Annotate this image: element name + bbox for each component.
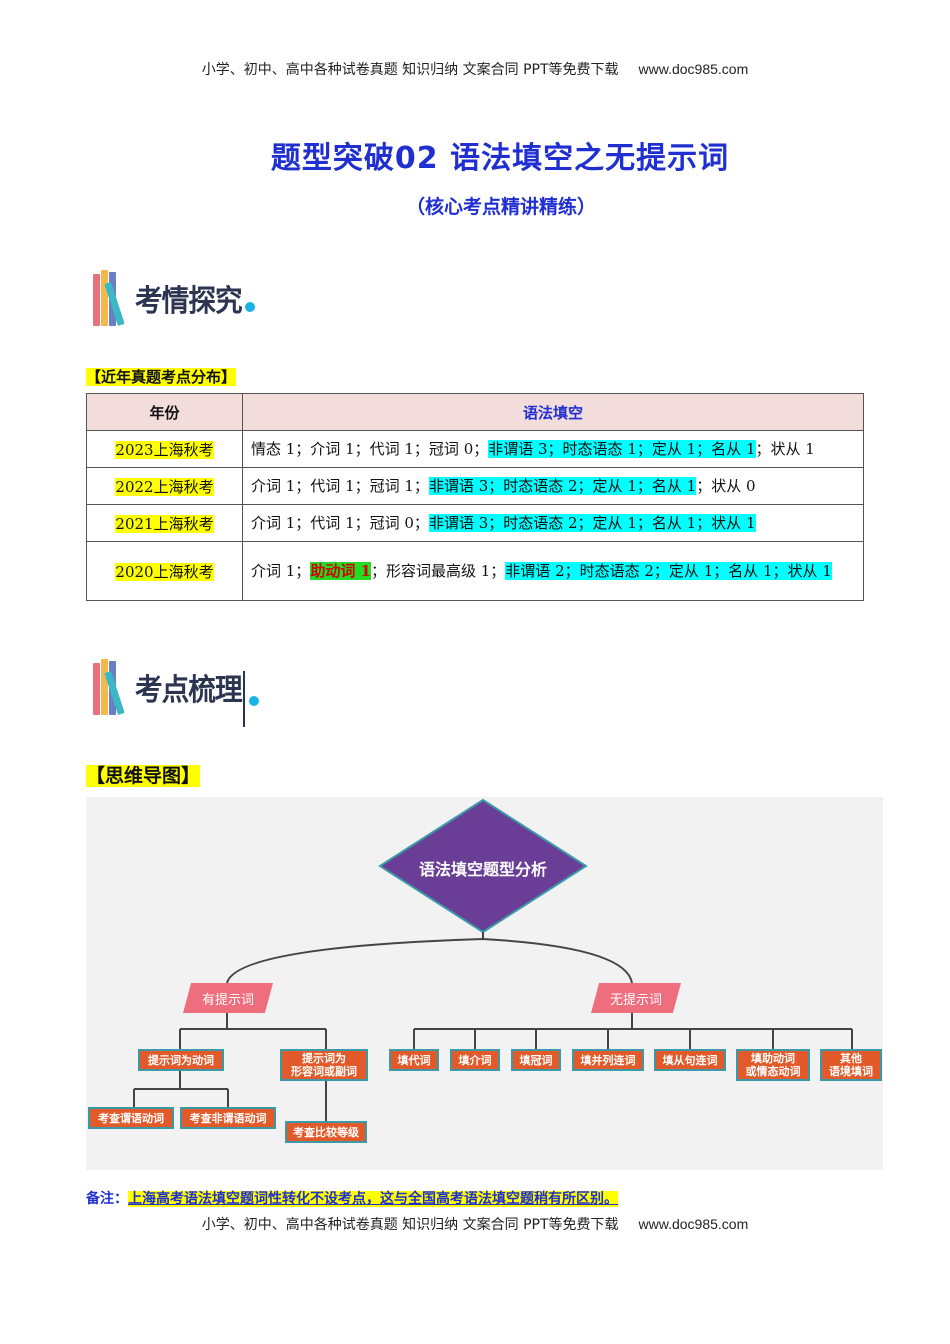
page-footer: 小学、初中、高中各种试卷真题 知识归纳 文案合同 PPT等免费下载 www.doc… bbox=[0, 1214, 950, 1234]
text-cursor bbox=[243, 671, 245, 727]
node-clause-conj: 填从句连词 bbox=[654, 1049, 726, 1071]
highlighted-topic: 非谓语 3；时态语态 1；定从 1；名从 1 bbox=[488, 440, 756, 458]
note: 备注：上海高考语法填空题词性转化不设考点，这与全国高考语法填空题稍有所区别。 bbox=[86, 1188, 618, 1208]
highlighted-topic: 非谓语 2；时态语态 2；定从 1；名从 1；状从 1 bbox=[505, 562, 832, 580]
section-logo-kaoqing: 考情探究 bbox=[93, 262, 268, 342]
note-prefix: 备注： bbox=[86, 1191, 128, 1207]
root-connector bbox=[226, 932, 633, 984]
table-row: 2021上海秋考 介词 1；代词 1；冠词 0；非谓语 3；时态语态 2；定从 1… bbox=[86, 504, 864, 542]
node-adj-adv-hint: 提示词为 形容词或副词 bbox=[280, 1049, 368, 1081]
detail-cell: 介词 1；助动词 1；形容词最高级 1；非谓语 2；时态语态 2；定从 1；名从… bbox=[242, 541, 864, 601]
note-text: 上海高考语法填空题词性转化不设考点，这与全国高考语法填空题稍有所区别。 bbox=[128, 1191, 618, 1207]
page-subtitle: （核心考点精讲精练） bbox=[405, 196, 596, 218]
table-row: 2023上海秋考 情态 1；介词 1；代词 1；冠词 0；非谓语 3；时态语态 1… bbox=[86, 430, 864, 468]
root-node-label: 语法填空题型分析 bbox=[418, 860, 547, 879]
header-text: 小学、初中、高中各种试卷真题 知识归纳 文案合同 PPT等免费下载 bbox=[201, 62, 619, 78]
page-header: 小学、初中、高中各种试卷真题 知识归纳 文案合同 PPT等免费下载 www.doc… bbox=[0, 59, 950, 79]
exam-distribution-table: 年份 语法填空 2023上海秋考情态 1；介词 1；代词 1；冠词 0；非谓语 … bbox=[86, 393, 864, 601]
detail-cell: 情态 1；介词 1；代词 1；冠词 0；非谓语 3；时态语态 1；定从 1；名从… bbox=[242, 430, 864, 468]
year-label: 2023上海秋考 bbox=[115, 440, 214, 459]
topic-text: ；状从 1 bbox=[755, 440, 815, 458]
page-title: 题型突破02 语法填空之无提示词 bbox=[270, 141, 730, 176]
table-row: 2020上海秋考 介词 1；助动词 1；形容词最高级 1；非谓语 2；时态语态 2… bbox=[86, 541, 864, 601]
topic-text: 介词 1； bbox=[251, 562, 311, 580]
table-header-row: 年份 语法填空 bbox=[86, 393, 864, 431]
branch-without-hint: 无提示词 bbox=[591, 983, 681, 1013]
topic-text: ；状从 0 bbox=[696, 477, 756, 495]
logo-text: 考情探究 bbox=[135, 284, 243, 319]
branch-with-hint: 有提示词 bbox=[183, 983, 273, 1013]
node-auxiliary-modal: 填助动词 或情态动词 bbox=[736, 1049, 810, 1081]
mind-map: 语法填空题型分析 有提示词 无提示词 提示词为动词 提示词为 形容词或副词 考查… bbox=[86, 797, 883, 1170]
mind-map-connectors bbox=[133, 798, 853, 1121]
year-cell: 2020上海秋考 bbox=[86, 541, 243, 601]
mindmap-label-text: 【思维导图】 bbox=[86, 765, 201, 787]
year-cell: 2021上海秋考 bbox=[86, 504, 243, 542]
topic-text: 介词 1；代词 1；冠词 0； bbox=[251, 514, 429, 532]
highlighted-topic: 非谓语 3；时态语态 2；定从 1；名从 1 bbox=[428, 477, 697, 495]
node-article: 填冠词 bbox=[511, 1049, 561, 1071]
dot-icon bbox=[245, 302, 255, 312]
books-icon bbox=[93, 270, 129, 326]
books-icon bbox=[93, 659, 129, 715]
table-row: 2022上海秋考 介词 1；代词 1；冠词 1；非谓语 3；时态语态 2；定从 1… bbox=[86, 467, 864, 505]
detail-cell: 介词 1；代词 1；冠词 0；非谓语 3；时态语态 2；定从 1；名从 1；状从… bbox=[242, 504, 864, 542]
topic-text: 情态 1；介词 1；代词 1；冠词 0； bbox=[251, 440, 489, 458]
detail-cell: 介词 1；代词 1；冠词 1；非谓语 3；时态语态 2；定从 1；名从 1；状从… bbox=[242, 467, 864, 505]
highlighted-topic: 助动词 1 bbox=[310, 562, 371, 580]
header-url-link[interactable]: www.doc985.com bbox=[638, 61, 749, 77]
node-other-context: 其他 语境填词 bbox=[820, 1049, 882, 1081]
node-coordinating-conj: 填并列连词 bbox=[572, 1049, 644, 1071]
leaf-comparison: 考查比较等级 bbox=[285, 1121, 367, 1143]
year-label: 2021上海秋考 bbox=[115, 514, 214, 533]
column-header-grammar: 语法填空 bbox=[242, 393, 864, 431]
topic-text: 介词 1；代词 1；冠词 1； bbox=[251, 477, 429, 495]
node-verb-hint: 提示词为动词 bbox=[138, 1049, 224, 1071]
right-connectors bbox=[413, 1013, 853, 1049]
footer-text: 小学、初中、高中各种试卷真题 知识归纳 文案合同 PPT等免费下载 bbox=[201, 1217, 619, 1233]
highlighted-topic: 非谓语 3；时态语态 2；定从 1；名从 1；状从 1 bbox=[428, 514, 756, 532]
year-cell: 2023上海秋考 bbox=[86, 430, 243, 468]
year-cell: 2022上海秋考 bbox=[86, 467, 243, 505]
section-label: 【近年真题考点分布】 bbox=[86, 366, 237, 387]
leaf-non-predicate: 考查非谓语动词 bbox=[180, 1107, 276, 1129]
year-label: 2020上海秋考 bbox=[115, 562, 214, 581]
node-pronoun: 填代词 bbox=[389, 1049, 439, 1071]
dot-icon bbox=[249, 696, 259, 706]
section-logo-kaodian: 考点梳理 bbox=[93, 651, 268, 731]
node-preposition: 填介词 bbox=[450, 1049, 500, 1071]
left-connectors bbox=[133, 1013, 327, 1121]
year-label: 2022上海秋考 bbox=[115, 477, 214, 496]
column-header-year: 年份 bbox=[86, 393, 243, 431]
leaf-predicate-verb: 考查谓语动词 bbox=[88, 1107, 174, 1129]
topic-text: ；形容词最高级 1； bbox=[370, 562, 506, 580]
footer-url-link[interactable]: www.doc985.com bbox=[638, 1216, 749, 1232]
section-label-text: 【近年真题考点分布】 bbox=[86, 368, 237, 386]
mindmap-label: 【思维导图】 bbox=[86, 761, 201, 788]
logo-text: 考点梳理 bbox=[135, 673, 243, 708]
